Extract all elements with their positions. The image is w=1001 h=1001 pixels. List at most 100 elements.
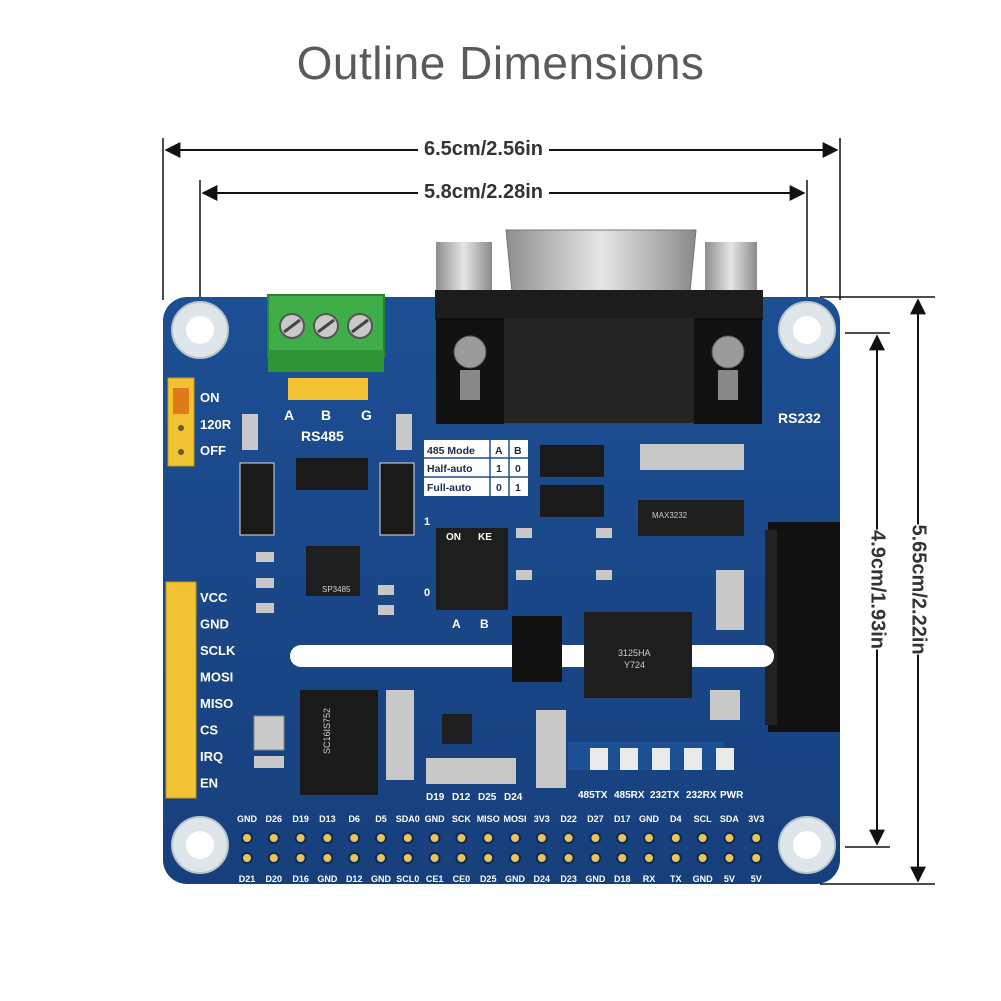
gpio-bottom-pin-label: RX	[643, 874, 656, 884]
mcu-marking: SC16IS752	[322, 708, 332, 754]
gpio-top-pin-label: MOSI	[503, 814, 526, 824]
gpio-top-pin-label: 3V3	[748, 814, 764, 824]
gpio-pin-hole	[562, 852, 575, 864]
led-label-485tx: 485TX	[578, 790, 608, 801]
mode-table	[424, 440, 528, 496]
dip-col-b: B	[480, 617, 489, 631]
dip-label-on: ON	[446, 532, 461, 543]
gpio-pin-hole	[241, 832, 253, 844]
gpio-top-pin-label: D13	[319, 814, 336, 824]
left-pin-label: SCLK	[200, 643, 236, 658]
gpio-bottom-pin-label: D21	[239, 874, 256, 884]
smd-components	[242, 414, 744, 788]
gpio-pin-hole	[428, 832, 441, 844]
gpio-top-pin-label: SDA0	[396, 814, 420, 824]
mode-table-full-a: 0	[496, 482, 502, 494]
mode-table-full-b: 1	[515, 482, 521, 494]
rs485-terminal-block	[267, 294, 385, 400]
gpio-pin-hole	[750, 852, 763, 864]
terminal-label-g: G	[361, 407, 372, 423]
gpio-top-pin-label: D4	[670, 814, 682, 824]
left-pin-label: IRQ	[200, 749, 223, 764]
gpio-top-pin-label: D5	[375, 814, 387, 824]
gpio-pin-hole	[589, 832, 602, 844]
left-pin-label: EN	[200, 776, 218, 791]
gpio-bottom-pin-label: TX	[670, 874, 682, 884]
rs232-chip-marking: MAX3232	[652, 511, 688, 520]
mode-table-col-a: A	[495, 445, 503, 457]
gpio-pin-hole	[669, 852, 682, 864]
gpio-pin-hole	[267, 852, 280, 864]
gpio-top-pin-label: 3V3	[534, 814, 550, 824]
outer-width-label: 6.5cm/2.56in	[418, 138, 549, 161]
mode-table-half-b: 0	[515, 463, 521, 475]
gpio-top-pin-label: D22	[560, 814, 577, 824]
gpio-bottom-pin-label: D24	[534, 874, 551, 884]
gpio-bottom-pin-label: D12	[346, 874, 363, 884]
right-header	[765, 522, 840, 732]
gpio-top-pin-label: GND	[425, 814, 446, 824]
gpio-pin-hole	[375, 852, 387, 864]
gpio-pin-hole	[321, 852, 334, 864]
gpio-pin-hole	[482, 832, 495, 844]
gpio-pin-hole	[348, 852, 361, 864]
gpio-bottom-pin-label: CE0	[453, 874, 471, 884]
gpio-pin-hole	[375, 832, 387, 844]
gpio-top-pin-label: D26	[266, 814, 283, 824]
gpio-bottom-pin-label: D18	[614, 874, 631, 884]
gpio-pin-hole	[696, 832, 709, 844]
gpio-bottom-pin-label: GND	[505, 874, 526, 884]
gpio-pin-hole	[348, 832, 361, 844]
gpio-pin-hole	[723, 852, 736, 864]
left-pin-label: GND	[200, 617, 229, 632]
gpio-top-pin-label: D27	[587, 814, 604, 824]
gpio-pin-hole	[241, 852, 253, 864]
chips	[239, 445, 744, 795]
db9-connector	[435, 229, 763, 424]
gpio-bottom-pin-label: GND	[585, 874, 606, 884]
led-label-pwr: PWR	[720, 790, 744, 801]
terminal-label-a: A	[284, 407, 294, 423]
gpio-pin-hole	[696, 852, 709, 864]
gpio-header	[241, 832, 763, 864]
gpio-pin-hole	[669, 832, 682, 844]
gpio-pin-hole	[267, 832, 280, 844]
gpio-bottom-pin-label: SCL0	[396, 874, 419, 884]
left-pin-header	[165, 581, 197, 799]
left-pin-label: MOSI	[200, 670, 233, 685]
dip-label-one: 1	[424, 516, 430, 528]
gpio-label-d12: D12	[452, 792, 471, 803]
jumper-label-120r: 120R	[200, 417, 232, 432]
gpio-pin-hole	[589, 852, 602, 864]
mode-table-full: Full-auto	[427, 482, 471, 494]
hole-width-label: 5.8cm/2.28in	[418, 181, 549, 204]
left-pin-label: VCC	[200, 590, 228, 605]
jumper-label-on: ON	[200, 390, 220, 405]
gpio-bottom-pin-label: GND	[693, 874, 714, 884]
gpio-pin-hole	[321, 832, 334, 844]
gpio-top-pin-label: D6	[348, 814, 360, 824]
gpio-pin-hole	[616, 832, 629, 844]
gpio-pin-hole	[294, 852, 307, 864]
left-pin-label: CS	[200, 723, 218, 738]
gpio-bottom-pin-label: 5V	[751, 874, 762, 884]
gpio-bottom-pin-label: D16	[292, 874, 309, 884]
mode-table-header: 485 Mode	[427, 445, 475, 457]
gpio-pin-hole	[562, 832, 575, 844]
gpio-pin-hole	[643, 852, 655, 864]
rs485-label: RS485	[301, 428, 344, 444]
gpio-top-pin-label: D19	[292, 814, 309, 824]
gpio-pin-hole	[723, 832, 736, 844]
mounting-holes	[171, 301, 836, 874]
gpio-bottom-pin-label: GND	[317, 874, 338, 884]
gpio-top-pin-label: SDA	[720, 814, 740, 824]
chip-line-2: Y724	[624, 660, 645, 670]
gpio-bottom-pin-label: 5V	[724, 874, 735, 884]
gpio-top-pin-label: SCK	[452, 814, 472, 824]
gpio-pin-hole	[401, 832, 414, 844]
gpio-pin-hole	[482, 852, 495, 864]
gpio-top-pin-label: SCL	[694, 814, 713, 824]
